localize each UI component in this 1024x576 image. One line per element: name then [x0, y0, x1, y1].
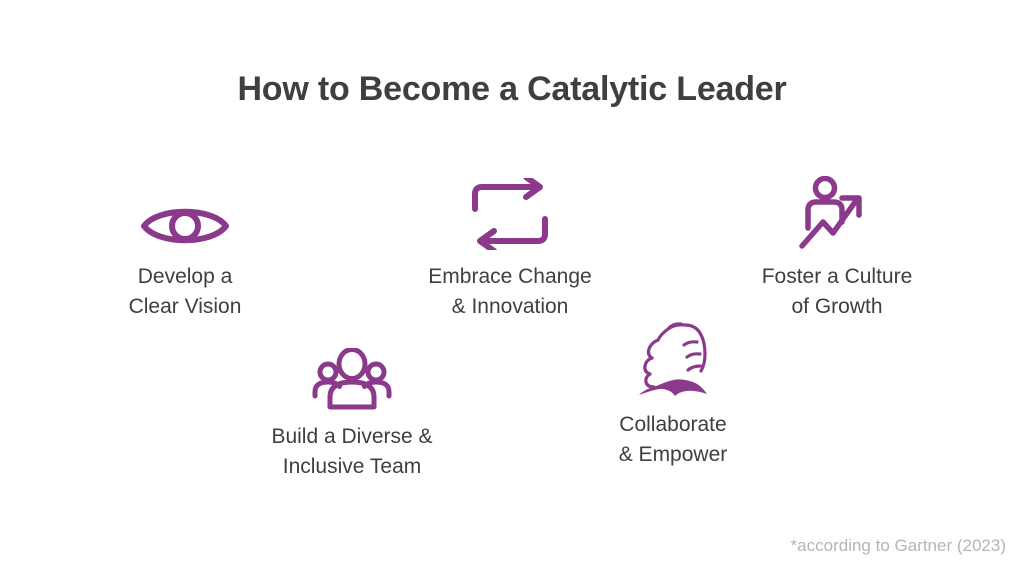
person-growth-arrow-icon [712, 172, 962, 250]
clasped-hands-icon [548, 320, 798, 398]
item-build-diverse-inclusive-team: Build a Diverse & Inclusive Team [227, 332, 477, 482]
item-embrace-change-innovation: Embrace Change & Innovation [385, 172, 635, 322]
cycle-arrows-icon [385, 172, 635, 250]
item-collaborate-empower: Collaborate & Empower [548, 320, 798, 470]
item-label: Collaborate & Empower [618, 413, 728, 466]
people-group-icon [227, 332, 477, 410]
item-label: Develop a Clear Vision [128, 265, 242, 318]
item-label: Foster a Culture of Growth [761, 265, 913, 318]
footnote-source: *according to Gartner (2023) [790, 536, 1006, 555]
item-foster-culture-growth: Foster a Culture of Growth [712, 172, 962, 322]
item-label: Embrace Change & Innovation [428, 265, 592, 318]
item-label: Build a Diverse & Inclusive Team [271, 425, 433, 478]
item-develop-clear-vision: Develop a Clear Vision [60, 172, 310, 322]
page-title: How to Become a Catalytic Leader [237, 70, 787, 108]
eye-icon [60, 172, 310, 250]
